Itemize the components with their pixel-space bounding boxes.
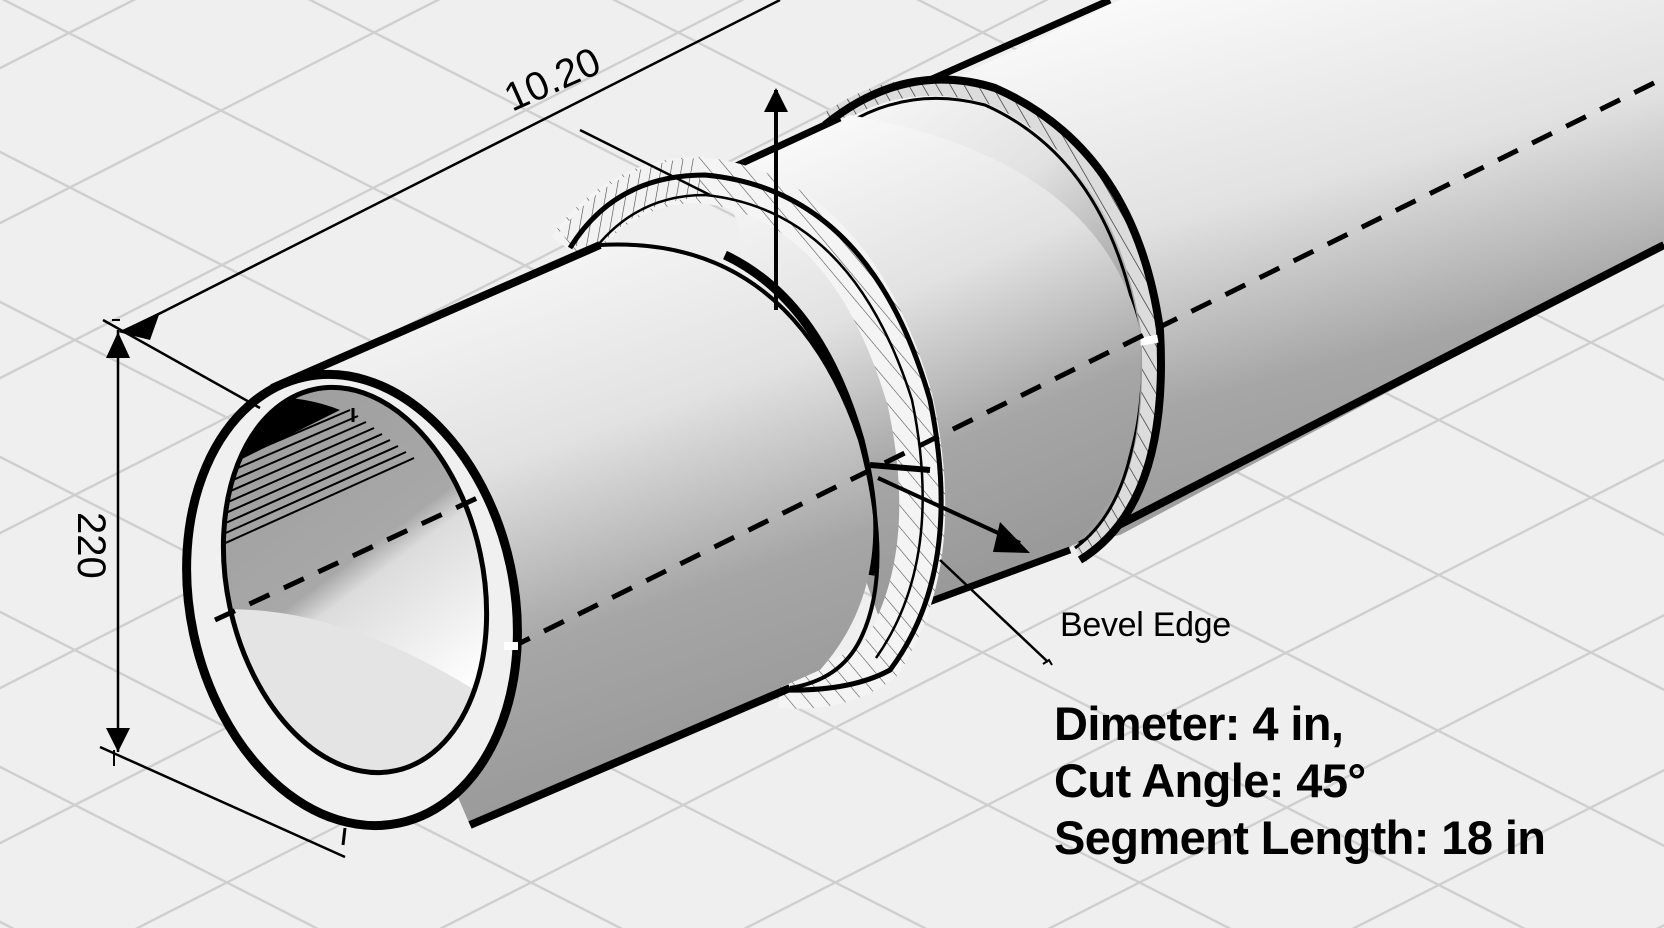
length-dimension-label: 10.20 bbox=[498, 39, 607, 120]
spec-cut-angle: Cut Angle: 45° bbox=[1054, 754, 1366, 807]
bevel-edge-callout bbox=[579, 88, 1053, 666]
arrowhead-up-icon bbox=[106, 332, 130, 358]
arrowhead-icon bbox=[118, 312, 160, 340]
axis-break-mark bbox=[504, 642, 518, 650]
right-arrow-icon bbox=[993, 522, 1030, 553]
spec-block: Dimeter: 4 in, Cut Angle: 45° Segment Le… bbox=[1054, 695, 1546, 866]
spec-segment-length: Segment Length: 18 in bbox=[1054, 811, 1546, 864]
center-axis bbox=[213, 75, 1664, 651]
bevel-edge-label: Bevel Edge bbox=[1060, 606, 1231, 644]
arrowhead-down-icon bbox=[106, 728, 130, 752]
pipe-open-end bbox=[182, 369, 522, 846]
height-dimension-label: 220 bbox=[69, 512, 113, 579]
spec-diameter: Dimeter: 4 in, bbox=[1054, 697, 1344, 750]
height-dimension: 220 bbox=[69, 318, 346, 859]
up-arrow-icon bbox=[764, 88, 788, 112]
